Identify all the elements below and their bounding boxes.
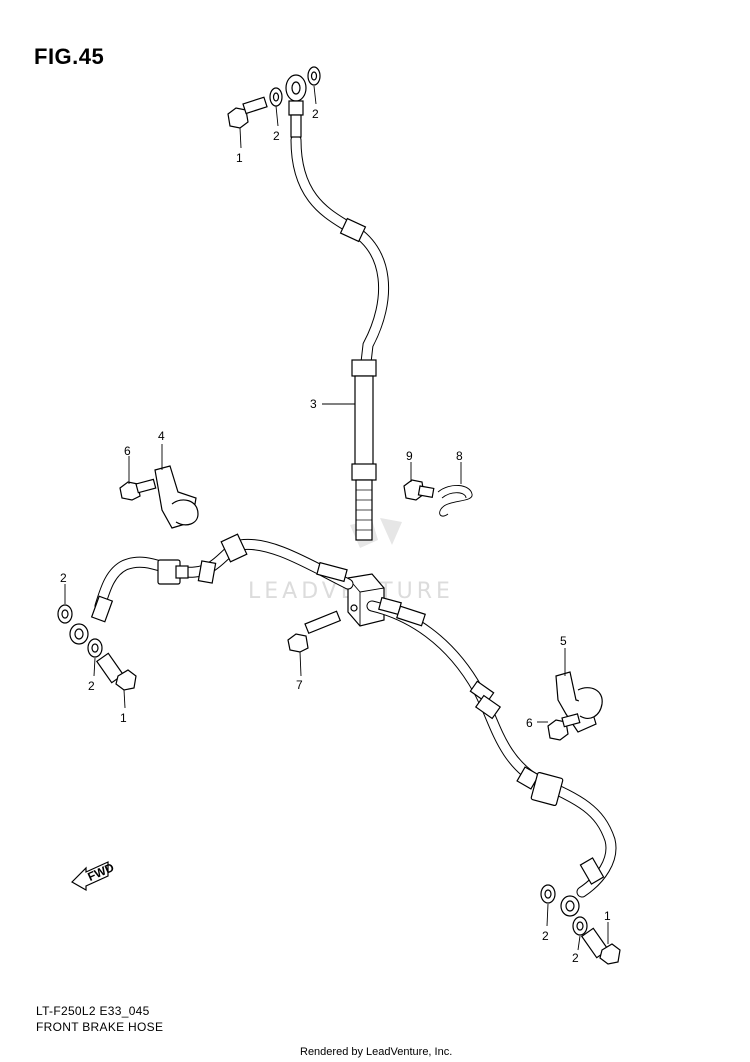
hose-clamp-left[interactable]: [154, 465, 199, 529]
joint-bolt[interactable]: [287, 610, 342, 653]
callout-upper-bolt: 1: [236, 127, 243, 165]
callout-clip: 8: [456, 449, 463, 484]
callout-bolt-right: 6: [526, 716, 548, 730]
svg-text:4: 4: [158, 429, 165, 443]
drawing-code: LT-F250L2 E33_045: [36, 1004, 150, 1018]
fwd-label: FWD: [85, 860, 116, 884]
clamp-bolt-left[interactable]: [119, 478, 157, 501]
callout-upper-washer-2: 2: [312, 85, 319, 121]
left-gasket-washer-upper[interactable]: [57, 604, 73, 624]
svg-text:2: 2: [273, 129, 280, 143]
svg-text:6: 6: [124, 444, 131, 458]
callout-right-washer-lower: 2: [572, 935, 581, 965]
svg-text:2: 2: [60, 571, 67, 585]
callout-upper-hose: 3: [310, 397, 355, 411]
svg-text:8: 8: [456, 449, 463, 463]
figure-title: FIG.45: [34, 44, 105, 69]
left-brake-hose[interactable]: [69, 533, 354, 645]
right-brake-hose[interactable]: [366, 596, 617, 917]
callout-left-washer-lower: 2: [88, 657, 96, 693]
callout-clamp-right: 5: [560, 634, 567, 676]
svg-text:2: 2: [542, 929, 549, 943]
svg-text:5: 5: [560, 634, 567, 648]
left-gasket-washer-lower[interactable]: [87, 638, 103, 658]
callout-clip-bolt: 9: [406, 449, 413, 482]
render-credit: Rendered by LeadVenture, Inc.: [300, 1046, 453, 1058]
svg-text:2: 2: [572, 951, 579, 965]
callout-left-bolt: 1: [120, 689, 127, 725]
svg-text:3: 3: [310, 397, 317, 411]
upper-brake-hose[interactable]: [285, 74, 389, 541]
svg-text:2: 2: [88, 679, 95, 693]
callout-clamp-left: 4: [158, 429, 165, 470]
drawing-name: FRONT BRAKE HOSE: [36, 1020, 164, 1034]
right-union-bolt[interactable]: [580, 927, 621, 965]
clamp-bolt-right[interactable]: [547, 713, 581, 741]
svg-text:1: 1: [236, 151, 243, 165]
callout-right-bolt: 1: [604, 909, 611, 944]
callout-upper-washer-1: 2: [273, 105, 280, 143]
svg-text:6: 6: [526, 716, 533, 730]
right-gasket-washer-upper[interactable]: [540, 884, 556, 904]
svg-text:1: 1: [604, 909, 611, 923]
hose-clamp-right[interactable]: [555, 671, 603, 733]
clip-bolt[interactable]: [403, 479, 435, 501]
svg-text:7: 7: [296, 678, 303, 692]
brake-hose-joint[interactable]: [347, 573, 385, 627]
hose-clip[interactable]: [437, 485, 473, 517]
upper-gasket-washer-1[interactable]: [269, 87, 283, 107]
upper-union-bolt[interactable]: [227, 96, 268, 129]
callout-right-washer-upper: 2: [542, 903, 549, 943]
forward-direction-arrow: FWD: [71, 860, 116, 892]
right-gasket-washer-lower[interactable]: [572, 916, 588, 936]
svg-text:2: 2: [312, 107, 319, 121]
svg-text:9: 9: [406, 449, 413, 463]
svg-text:1: 1: [120, 711, 127, 725]
callout-joint-bolt: 7: [296, 651, 303, 692]
upper-gasket-washer-2[interactable]: [307, 66, 321, 86]
callout-bolt-left: 6: [124, 444, 131, 484]
callout-left-washer-upper: 2: [60, 571, 67, 604]
left-union-bolt[interactable]: [95, 652, 137, 691]
